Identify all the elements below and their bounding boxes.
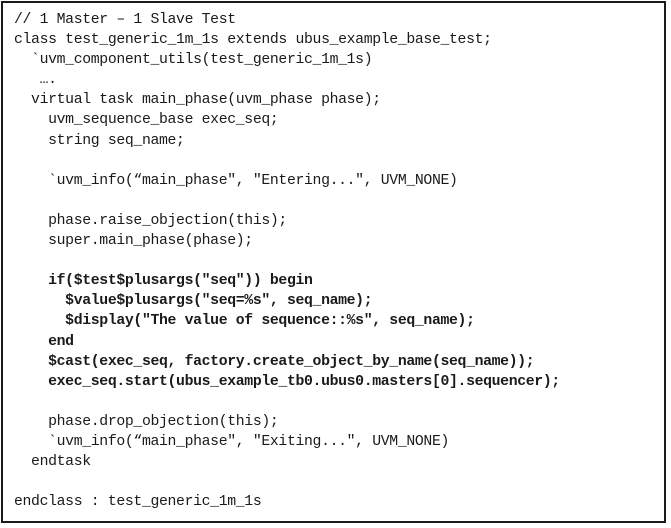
code-line-blank bbox=[14, 392, 560, 412]
code-line-if-plusargs: if($test$plusargs("seq")) begin bbox=[14, 273, 313, 290]
code-line-blank bbox=[14, 472, 560, 492]
code-line-info-entering: `uvm_info(“main_phase", "Entering...", U… bbox=[14, 172, 458, 189]
code-line-info-exiting: `uvm_info(“main_phase", "Exiting...", UV… bbox=[14, 433, 450, 450]
code-line-super-main-phase: super.main_phase(phase); bbox=[14, 233, 253, 250]
code-line-blank bbox=[14, 191, 560, 211]
code-line-endclass: endclass : test_generic_1m_1s bbox=[14, 494, 262, 511]
code-line-seq-start: exec_seq.start(ubus_example_tb0.ubus0.ma… bbox=[14, 373, 560, 390]
code-line-seq-name-decl: string seq_name; bbox=[14, 132, 185, 149]
code-line-endtask: endtask bbox=[14, 454, 91, 471]
code-line-blank bbox=[14, 151, 560, 171]
code-line-cast: $cast(exec_seq, factory.create_object_by… bbox=[14, 353, 535, 370]
code-line-class-decl: class test_generic_1m_1s extends ubus_ex… bbox=[14, 32, 492, 49]
code-block: // 1 Master – 1 Slave Test class test_gen… bbox=[14, 10, 560, 512]
code-line-raise-objection: phase.raise_objection(this); bbox=[14, 212, 287, 229]
code-line-drop-objection: phase.drop_objection(this); bbox=[14, 413, 279, 430]
code-line-task-decl: virtual task main_phase(uvm_phase phase)… bbox=[14, 92, 381, 109]
code-frame: // 1 Master – 1 Slave Test class test_gen… bbox=[1, 1, 666, 523]
code-line-blank bbox=[14, 251, 560, 271]
code-line-display: $display("The value of sequence::%s", se… bbox=[14, 313, 475, 330]
code-line-ellipsis: …. bbox=[14, 72, 57, 89]
code-line-exec-seq-decl: uvm_sequence_base exec_seq; bbox=[14, 112, 279, 129]
code-line-comment: // 1 Master – 1 Slave Test bbox=[14, 12, 236, 28]
code-line-end: end bbox=[14, 333, 74, 350]
code-line-value-plusargs: $value$plusargs("seq=%s", seq_name); bbox=[14, 293, 373, 310]
code-line-component-utils: `uvm_component_utils(test_generic_1m_1s) bbox=[14, 52, 373, 69]
